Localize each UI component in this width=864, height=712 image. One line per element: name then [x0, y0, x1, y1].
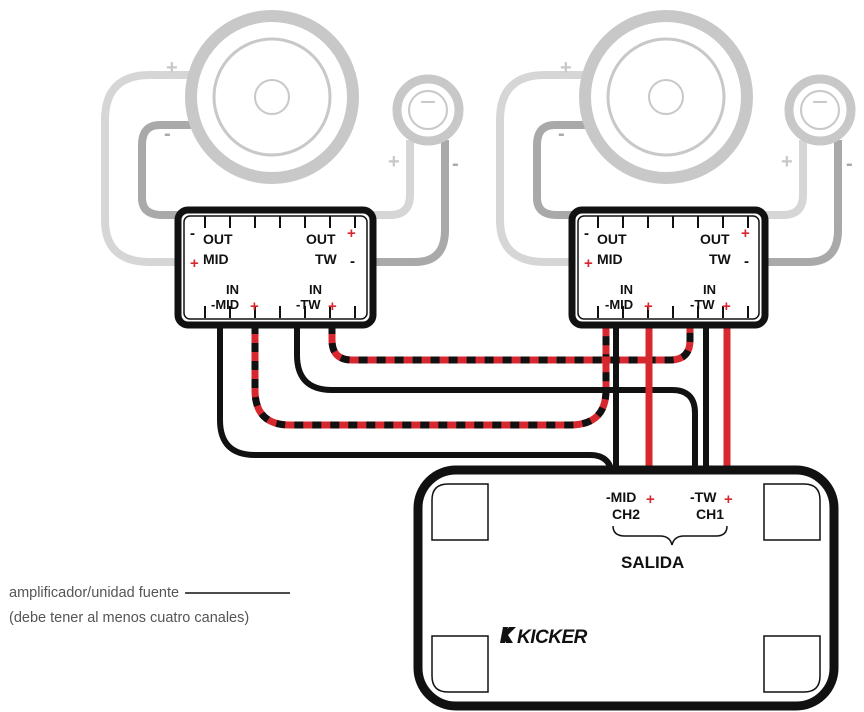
- speaker-pair-right: + - + -: [496, 10, 856, 266]
- in-mid-label-right: -MID: [605, 297, 633, 312]
- crossover-right: - OUT + MID OUT + TW - IN -MID + IN -TW …: [568, 206, 769, 329]
- out-mid-plus-right: +: [584, 255, 593, 272]
- woofer-plus-sign-right: +: [560, 57, 572, 79]
- amp-mid-terminal-label: -MID: [606, 489, 636, 505]
- mid-label-right: MID: [597, 251, 623, 267]
- terminal-block-top-left: [204, 216, 356, 228]
- tweeter-dome-left: [408, 90, 448, 130]
- woofer-positive-wire-left: [101, 71, 205, 266]
- speaker-pair-left: + - + -: [101, 10, 464, 266]
- tweeter-logo-left: [421, 101, 435, 103]
- tweeter-minus-sign-right: -: [846, 153, 853, 175]
- tweeter-plus-sign-left: +: [388, 151, 400, 173]
- amp-tw-plus: +: [724, 491, 733, 508]
- input-wires: [217, 325, 731, 479]
- out-tw-minus-right: -: [744, 253, 749, 270]
- note-line-2: (debe tener al menos cuatro canales): [9, 610, 249, 626]
- note-line-1: amplificador/unidad fuente: [9, 585, 179, 601]
- out-tw-minus-left: -: [350, 253, 355, 270]
- out-mid-label-left: OUT: [203, 231, 233, 247]
- tweeter-logo-right: [813, 101, 827, 103]
- out-mid-label-right: OUT: [597, 231, 627, 247]
- wire-left-mid-negative: [217, 325, 615, 479]
- in-mid-plus-left: +: [250, 298, 259, 315]
- in-tw-plus-left: +: [328, 298, 337, 315]
- woofer-minus-sign-right: -: [558, 123, 565, 145]
- amp-ch1-label: CH1: [696, 506, 724, 522]
- wire-left-tw-positive: [328, 325, 694, 364]
- amp-tw-terminal-label: -TW: [690, 489, 717, 505]
- kicker-logo: KICKER: [500, 627, 588, 648]
- amplifier-note: amplificador/unidad fuente (debe tener a…: [9, 585, 290, 626]
- tweeter-positive-wire-right: [762, 140, 807, 219]
- in-label-mid-right: IN: [620, 282, 633, 297]
- in-tw-label-left: -TW: [296, 297, 321, 312]
- amplifier: -MID + CH2 -TW + CH1 SALIDA KICKER: [413, 465, 839, 711]
- tweeter-dome-right: [800, 90, 840, 130]
- woofer-minus-sign-left: -: [164, 123, 171, 145]
- woofer-plus-sign-left: +: [166, 57, 178, 79]
- crossover-left: - OUT + MID OUT + TW - IN -MID + IN -TW …: [174, 206, 377, 329]
- brand-name: KICKER: [517, 627, 588, 648]
- mid-label-left: MID: [203, 251, 229, 267]
- tweeter-negative-wire-left: [368, 140, 449, 266]
- in-label-mid-left: IN: [226, 282, 239, 297]
- wire-left-mid-positive-stripe: [251, 325, 610, 429]
- terminal-block-top-right: [597, 216, 749, 228]
- in-label-tw-left: IN: [309, 282, 322, 297]
- woofer-dustcap-right: [648, 79, 684, 115]
- amp-foot-bottom-right: [763, 635, 821, 693]
- terminal-block-bottom-left: [204, 306, 356, 318]
- in-mid-plus-right: +: [644, 298, 653, 315]
- woofer-negative-wire-left: [138, 121, 205, 219]
- output-label: SALIDA: [621, 553, 684, 572]
- in-tw-plus-right: +: [722, 298, 731, 315]
- woofer-positive-wire-right: [496, 71, 600, 266]
- tw-label-right: TW: [709, 251, 732, 267]
- out-mid-minus-left: -: [190, 225, 195, 242]
- out-tw-label-right: OUT: [700, 231, 730, 247]
- woofer-dustcap-left: [254, 79, 290, 115]
- terminal-block-bottom-right: [597, 306, 749, 318]
- wire-left-tw-negative: [294, 325, 698, 478]
- amp-foot-bottom-left: [431, 635, 489, 693]
- in-label-tw-right: IN: [703, 282, 716, 297]
- tw-label-left: TW: [315, 251, 338, 267]
- woofer-negative-wire-right: [533, 121, 600, 219]
- tweeter-negative-wire-right: [762, 140, 842, 266]
- out-tw-plus-left: +: [347, 225, 356, 242]
- in-tw-label-right: -TW: [690, 297, 715, 312]
- out-tw-label-left: OUT: [306, 231, 336, 247]
- amp-ch2-label: CH2: [612, 506, 640, 522]
- amp-mid-plus: +: [646, 491, 655, 508]
- tweeter-plus-sign-right: +: [781, 151, 793, 173]
- tweeter-minus-sign-left: -: [452, 153, 459, 175]
- out-tw-plus-right: +: [741, 225, 750, 242]
- output-brace: [612, 525, 728, 546]
- wire-left-mid-positive: [251, 325, 610, 429]
- amp-foot-top-right: [763, 483, 821, 541]
- amp-foot-top-left: [431, 483, 489, 541]
- in-mid-label-left: -MID: [211, 297, 239, 312]
- tweeter-positive-wire-left: [368, 140, 414, 219]
- out-mid-minus-right: -: [584, 225, 589, 242]
- out-mid-plus-left: +: [190, 255, 199, 272]
- wire-left-tw-positive-stripe: [328, 325, 694, 364]
